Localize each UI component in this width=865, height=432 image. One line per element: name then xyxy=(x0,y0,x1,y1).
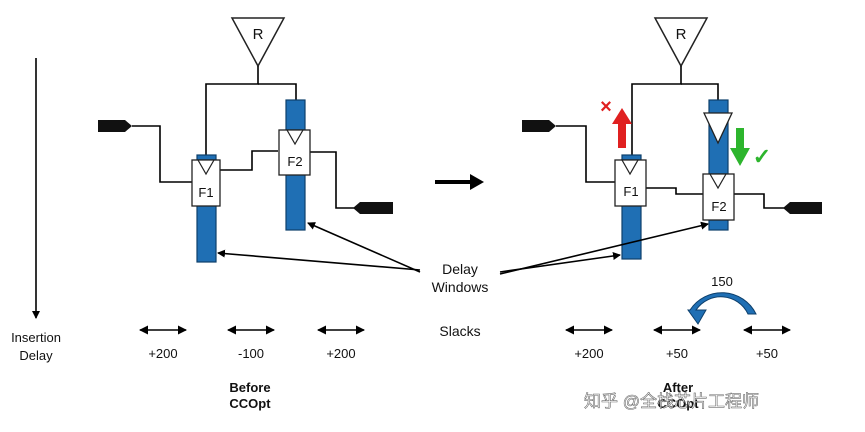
slack-values-after: +200 +50 +50 xyxy=(574,346,778,361)
clock-pin-f2-before xyxy=(285,129,305,146)
root-buffer-after xyxy=(653,17,709,68)
delay-windows-label-line2: Windows xyxy=(432,279,489,295)
rotate-arrow-icon xyxy=(687,292,757,325)
flip-flop-f1-after xyxy=(614,159,647,207)
slack-value-before-1: +200 xyxy=(148,346,177,361)
slack-value-after-3: +50 xyxy=(756,346,778,361)
input-port-after xyxy=(522,120,556,132)
root-label-after: R xyxy=(676,26,687,43)
clock-pin-f1-after xyxy=(620,159,640,176)
root-buffer-before xyxy=(230,17,286,68)
data-wire-out-after xyxy=(734,193,790,209)
cross-mark-icon: × xyxy=(600,96,612,118)
delay-windows-callout: Delay Windows xyxy=(217,221,709,295)
clock-pin-f2-after xyxy=(708,173,728,190)
output-port-after xyxy=(783,202,822,214)
after-caption-line2: CCOpt xyxy=(657,396,699,411)
clock-buffer-f2-after xyxy=(702,112,734,145)
slack-value-before-2: -100 xyxy=(238,346,264,361)
clock-wire-f1-after xyxy=(631,66,682,155)
data-wire-out-before xyxy=(310,151,360,209)
after-caption-line1: After xyxy=(663,380,693,395)
rotate-amount-label: 150 xyxy=(711,274,733,289)
pointer-f2-before xyxy=(307,222,421,273)
before-caption-line2: CCOpt xyxy=(229,396,271,411)
data-wire-in-before xyxy=(132,125,192,183)
slack-value-before-3: +200 xyxy=(326,346,355,361)
clock-wire-f1-before xyxy=(205,66,259,155)
ff1-label-after: F1 xyxy=(623,184,638,199)
insertion-label-line2: Delay xyxy=(19,348,53,363)
data-wire-mid-before xyxy=(220,150,278,171)
red-up-arrow-icon xyxy=(612,108,632,148)
watermark-text: 知乎 @全栈芯片工程师 xyxy=(584,392,759,411)
green-down-arrow-icon xyxy=(730,128,750,166)
slack-values-before: +200 -100 +200 xyxy=(148,346,355,361)
before-panel: R F1 F2 xyxy=(98,17,393,263)
slack-value-after-2: +50 xyxy=(666,346,688,361)
clock-wire-f2-before xyxy=(258,83,297,100)
after-panel: R F1 F2 × ✓ 150 xyxy=(522,17,822,325)
pointer-f1-before xyxy=(217,249,421,271)
data-wire-mid-after xyxy=(646,187,703,195)
root-label-before: R xyxy=(253,26,264,43)
clock-wire-f2-after xyxy=(681,83,719,100)
insertion-delay-axis: Insertion Delay xyxy=(11,58,61,363)
transition-arrow-head xyxy=(470,174,484,190)
slack-value-after-1: +200 xyxy=(574,346,603,361)
insertion-label-line1: Insertion xyxy=(11,330,61,345)
clock-pin-f1-before xyxy=(196,159,216,176)
before-caption-line1: Before xyxy=(229,380,270,395)
data-wire-in-after xyxy=(556,125,615,183)
check-mark-icon: ✓ xyxy=(753,144,771,169)
ff2-label-after: F2 xyxy=(711,199,726,214)
ff1-label-before: F1 xyxy=(198,185,213,200)
slacks-label: Slacks xyxy=(439,323,480,339)
ff2-label-before: F2 xyxy=(287,154,302,169)
pointer-f2-after xyxy=(499,221,709,275)
delay-windows-label-line1: Delay xyxy=(442,261,478,277)
output-port-before xyxy=(353,202,393,214)
input-port-before xyxy=(98,120,132,132)
